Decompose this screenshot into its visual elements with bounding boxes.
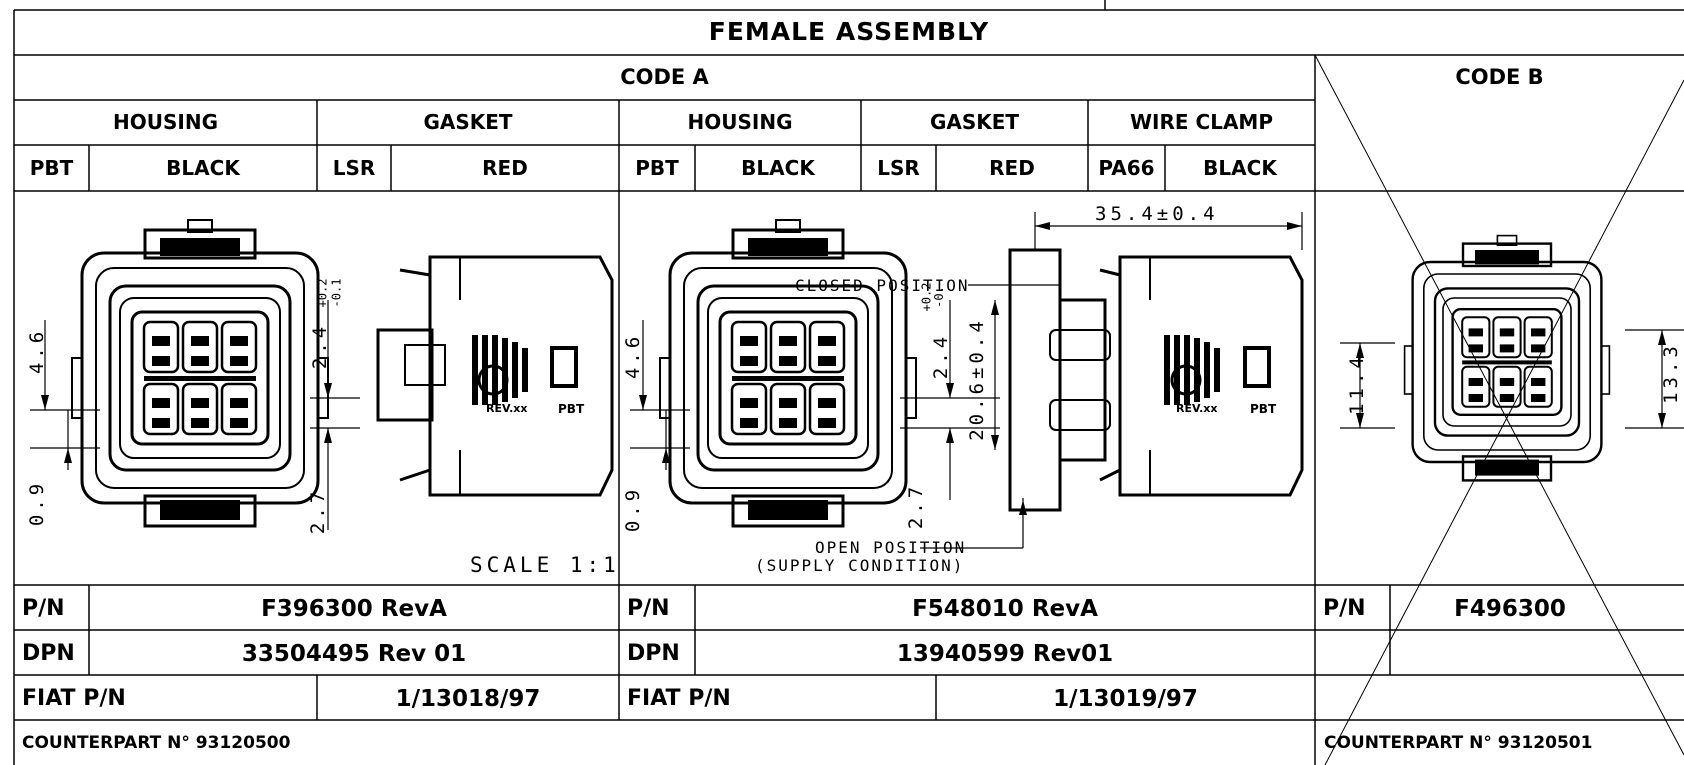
tol-minus-left: -0.1 bbox=[329, 278, 344, 308]
dim-13-3: 13.3 bbox=[1659, 342, 1682, 404]
pbt-marking: PBT bbox=[1250, 402, 1277, 416]
dpn-label: DPN bbox=[627, 641, 680, 666]
pn-value: F496300 bbox=[1454, 596, 1566, 622]
fiat-pn-label: FIAT P/N bbox=[22, 686, 126, 711]
tol-minus-mid: -0. bbox=[931, 286, 946, 308]
code-a-header: CODE A bbox=[620, 65, 709, 89]
dim-2-4-mid: 2.4 bbox=[930, 332, 953, 380]
pbt-marking: PBT bbox=[558, 402, 585, 416]
counterpart-code-a: COUNTERPART N° 93120500 bbox=[22, 733, 291, 753]
group-wire-clamp: WIRE CLAMP bbox=[1130, 110, 1273, 134]
pn-value: F396300 RevA bbox=[261, 596, 447, 622]
dim-4-6-mid: 4.6 bbox=[622, 332, 645, 380]
pn-label: P/N bbox=[627, 596, 670, 621]
group-housing-1: HOUSING bbox=[113, 110, 218, 134]
open-position-label: OPEN POSITION bbox=[815, 538, 967, 557]
code-b-header: CODE B bbox=[1455, 65, 1544, 89]
rev-marking: REV.xx bbox=[486, 402, 528, 415]
material-code: PBT bbox=[635, 156, 679, 180]
fiat-pn-value: 1/13019/97 bbox=[1053, 686, 1198, 712]
dpn-label: DPN bbox=[22, 641, 75, 666]
dim-11-4: 11.4 bbox=[1345, 353, 1368, 415]
counterpart-code-b: COUNTERPART N° 93120501 bbox=[1324, 733, 1593, 753]
closed-position-label: CLOSED POSITION bbox=[795, 276, 970, 295]
dpn-value: 33504495 Rev 01 bbox=[241, 641, 467, 667]
material-code: PBT bbox=[29, 156, 74, 180]
material-color: RED bbox=[989, 156, 1035, 180]
dpn-value: 13940599 Rev01 bbox=[896, 641, 1114, 667]
material-color: BLACK bbox=[1203, 156, 1277, 180]
dim-4-6-left: 4.6 bbox=[26, 327, 49, 375]
material-code: LSR bbox=[877, 156, 920, 180]
assembly-title: FEMALE ASSEMBLY bbox=[708, 17, 990, 46]
material-color: RED bbox=[482, 156, 528, 180]
fiat-pn-value: 1/13018/97 bbox=[395, 686, 541, 712]
pn-value: F548010 RevA bbox=[912, 596, 1098, 622]
dim-2-7-left: 2.7 bbox=[307, 487, 330, 535]
fiat-pn-label: FIAT P/N bbox=[627, 686, 731, 711]
dim-2-4-left: 2.4 bbox=[309, 322, 332, 370]
scale-label: SCALE 1:1 bbox=[470, 553, 620, 577]
tol-plus-left: +0.2 bbox=[315, 278, 330, 308]
group-gasket-2: GASKET bbox=[929, 110, 1020, 134]
dim-0-9-left: 0.9 bbox=[26, 479, 49, 527]
pn-label: P/N bbox=[1323, 596, 1366, 621]
pn-label: P/N bbox=[22, 596, 65, 621]
dim-0-9-mid: 0.9 bbox=[622, 485, 645, 533]
material-color: BLACK bbox=[166, 156, 240, 180]
dim-2-7-mid: 2.7 bbox=[905, 482, 928, 530]
dim-20-6: 20.6±0.4 bbox=[965, 317, 988, 441]
material-code: PA66 bbox=[1098, 156, 1155, 180]
material-color: BLACK bbox=[741, 156, 815, 180]
group-gasket-1: GASKET bbox=[423, 110, 513, 134]
rev-marking: REV.xx bbox=[1176, 402, 1218, 415]
dim-35-4: 35.4±0.4 bbox=[1095, 203, 1219, 225]
group-housing-2: HOUSING bbox=[687, 110, 793, 134]
supply-condition-label: (SUPPLY CONDITION) bbox=[755, 556, 965, 575]
material-code: LSR bbox=[332, 156, 376, 180]
